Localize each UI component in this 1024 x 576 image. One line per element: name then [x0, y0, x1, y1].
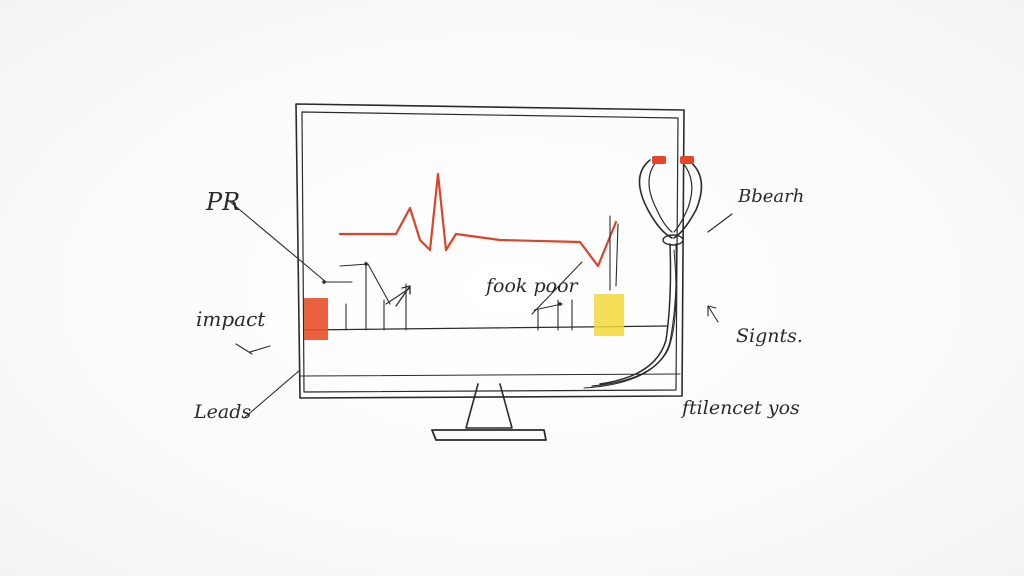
arrow-icon	[395, 285, 411, 307]
label-pr: PR	[205, 188, 240, 216]
label-top-right: Bbearh	[737, 186, 804, 207]
earpiece-left	[652, 156, 666, 164]
annotation-leaders	[227, 199, 733, 419]
monitor-frame	[295, 103, 685, 399]
screen-tick-marks	[325, 215, 619, 331]
label-right: Signts.	[736, 325, 803, 347]
label-bottom-right: ftilencet yos	[680, 397, 800, 419]
ecg-line	[338, 172, 618, 268]
label-impact: impact	[196, 307, 266, 331]
label-leads: Leads	[193, 401, 251, 423]
yellow-highlight-block	[594, 294, 624, 336]
red-highlight-block	[304, 298, 328, 340]
stethoscope-sketch	[583, 156, 703, 389]
earpiece-right	[680, 156, 694, 164]
monitor-stand	[431, 383, 547, 441]
label-center: fook poor	[484, 275, 580, 297]
